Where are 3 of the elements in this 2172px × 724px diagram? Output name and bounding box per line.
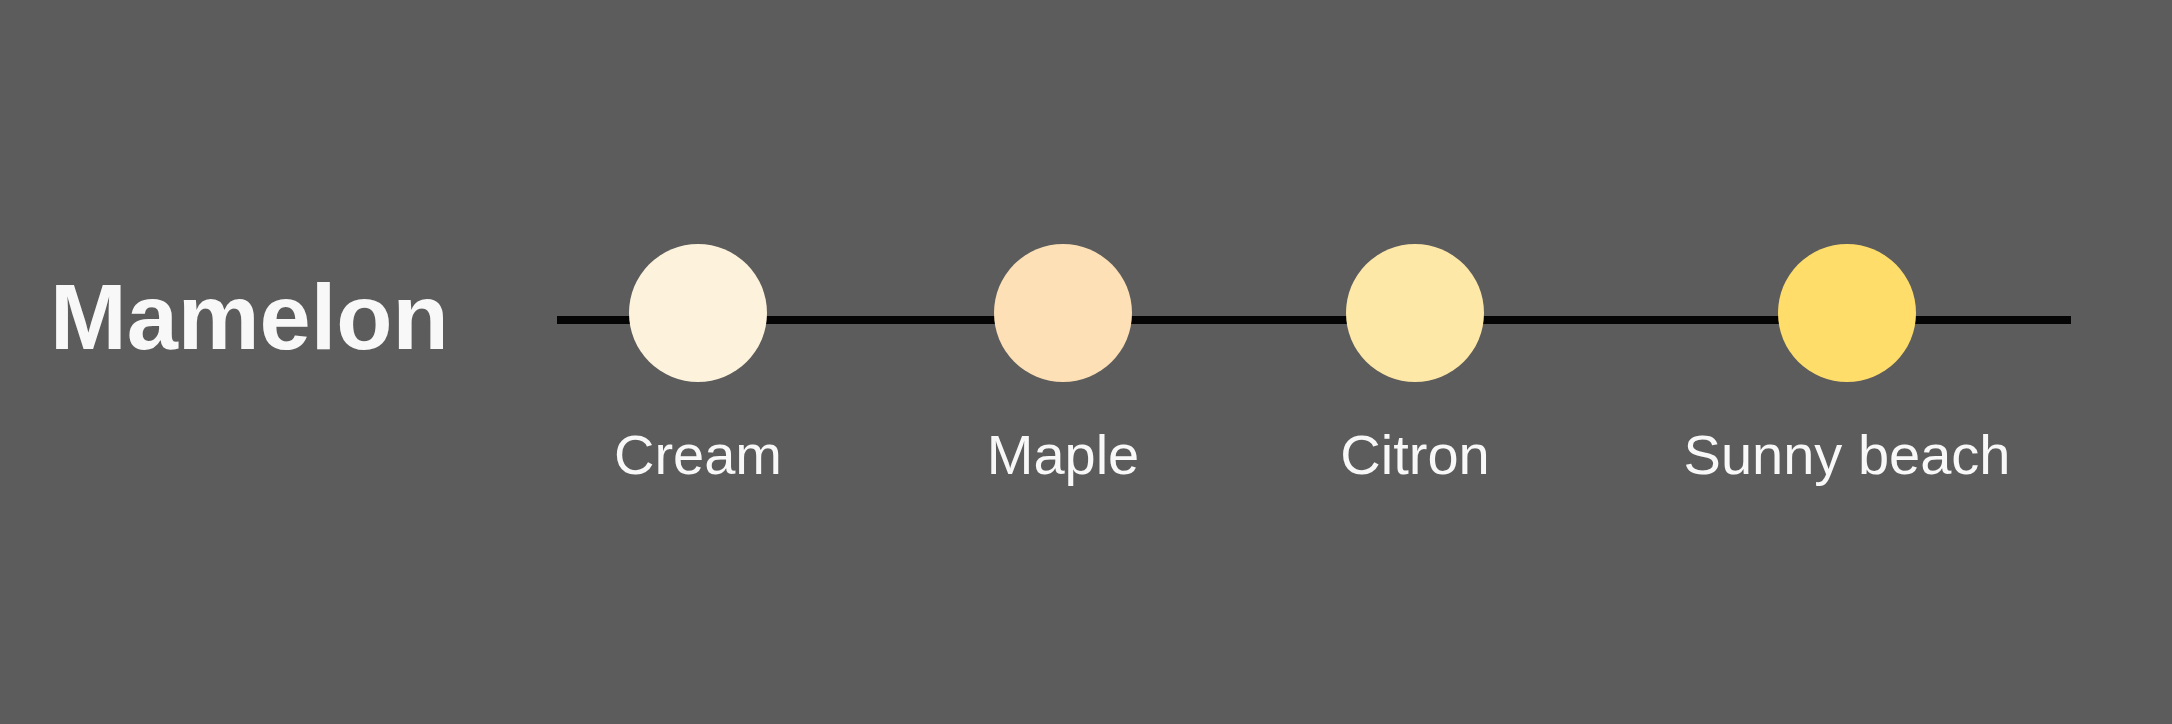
title: Mamelon <box>50 271 449 363</box>
swatch-label: Cream <box>614 427 782 483</box>
swatch-label: Citron <box>1340 427 1490 483</box>
